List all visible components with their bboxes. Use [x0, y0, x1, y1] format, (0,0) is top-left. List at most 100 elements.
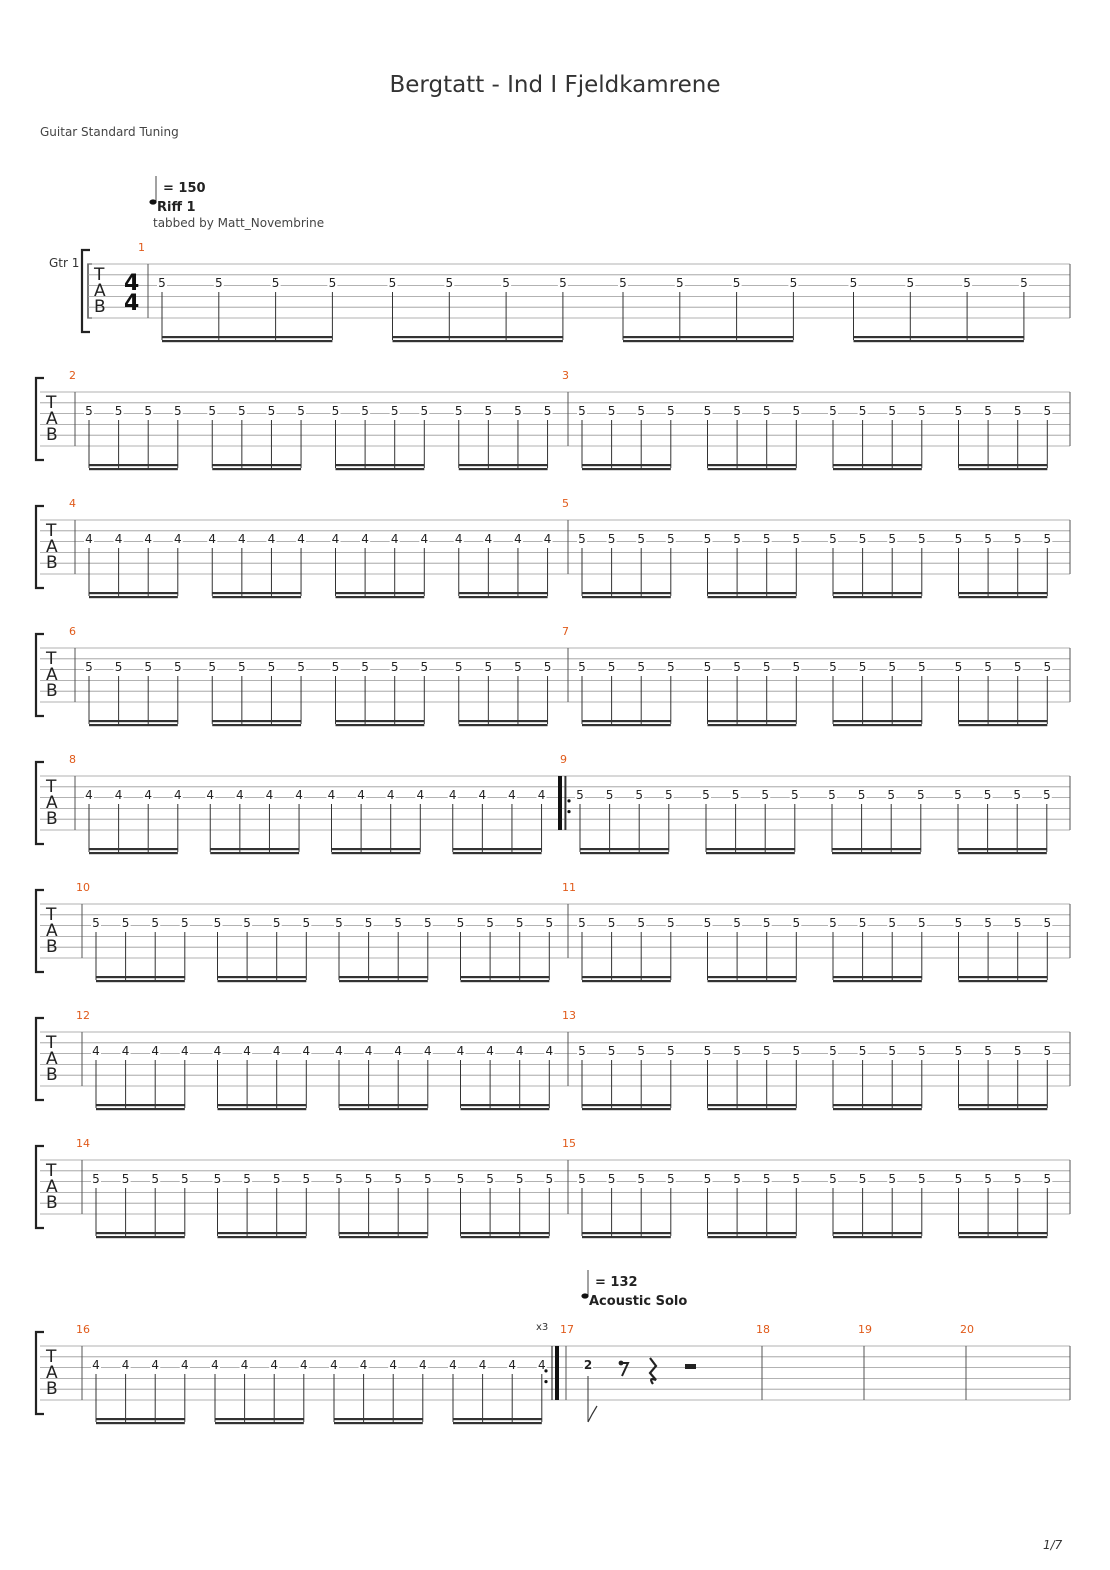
note-bg — [213, 277, 224, 289]
note-bg — [419, 533, 430, 545]
note-bg — [422, 1173, 433, 1185]
note-bg — [702, 917, 713, 929]
fret-number: 5 — [763, 660, 771, 674]
note-bg — [732, 917, 743, 929]
note-bg — [789, 789, 800, 801]
measure-number: 7 — [562, 625, 569, 638]
beam-2 — [335, 724, 425, 727]
tempo-note-head — [149, 199, 157, 205]
note-bg — [205, 789, 216, 801]
fret-number: 5 — [828, 788, 836, 802]
fret-number: 5 — [1014, 532, 1022, 546]
tab-clef-letter: T — [45, 1347, 57, 1367]
note-bg — [953, 1045, 964, 1057]
beam-1 — [707, 1232, 797, 1235]
note-bg — [761, 405, 772, 417]
beam-2 — [582, 596, 671, 599]
fret-number: 5 — [1013, 788, 1021, 802]
note-bg — [828, 533, 838, 545]
beam-1 — [89, 592, 178, 595]
note-bg — [604, 789, 615, 801]
note-bg — [887, 405, 898, 417]
beam-2 — [217, 980, 307, 983]
fret-number: 4 — [85, 532, 93, 546]
fret-number: 4 — [332, 532, 340, 546]
fret-number: 4 — [391, 532, 399, 546]
fret-number: 5 — [733, 404, 741, 418]
section-label: Riff 1 — [157, 200, 196, 215]
fret-number: 5 — [85, 660, 93, 674]
fret-number: 5 — [151, 1172, 159, 1186]
fret-number: 5 — [174, 660, 182, 674]
fret-number: 5 — [829, 532, 837, 546]
fret-number: 5 — [955, 1044, 963, 1058]
note-bg — [636, 1173, 647, 1185]
measure-number: 17 — [560, 1323, 574, 1336]
fret-number: 5 — [606, 788, 614, 802]
fret-number: 4 — [181, 1044, 189, 1058]
note-bg — [665, 405, 676, 417]
beam-2 — [582, 1108, 671, 1111]
note-bg — [916, 1173, 927, 1185]
fret-number: 5 — [918, 660, 926, 674]
note-bg — [360, 533, 371, 545]
note-bg — [606, 533, 617, 545]
measure-number: 5 — [562, 497, 569, 510]
fret-number: 4 — [455, 532, 463, 546]
fret-number: 4 — [151, 1044, 159, 1058]
fret-number: 4 — [485, 532, 493, 546]
measure-number: 18 — [756, 1323, 770, 1336]
note-bg — [1018, 277, 1029, 289]
beam-1 — [339, 976, 428, 979]
fret-number: 5 — [761, 788, 769, 802]
beam-2 — [452, 852, 542, 855]
note-bg — [1012, 789, 1023, 801]
note-bg — [732, 661, 743, 673]
beam-2 — [706, 852, 795, 855]
beam-1 — [582, 1104, 671, 1107]
measure-number: 12 — [76, 1009, 90, 1022]
track-bracket — [87, 263, 92, 319]
note-bg — [732, 1173, 743, 1185]
beam-2 — [458, 596, 548, 599]
note-bg — [665, 1045, 676, 1057]
beam-2 — [334, 1422, 423, 1425]
note-bg — [172, 661, 183, 673]
note-bg — [1012, 1045, 1023, 1057]
fret-number: 4 — [457, 1044, 465, 1058]
fret-number: 5 — [445, 276, 453, 290]
system-bracket — [34, 1144, 44, 1230]
fret-number: 5 — [888, 916, 896, 930]
fret-number: 5 — [918, 404, 926, 418]
beam-2 — [958, 1236, 1048, 1239]
note-bg — [887, 1045, 898, 1057]
beam-1 — [833, 464, 922, 467]
note-bg — [732, 533, 743, 545]
note-bg — [828, 405, 838, 417]
fret-number: 5 — [984, 532, 992, 546]
fret-number: 5 — [85, 404, 93, 418]
note-bg — [674, 277, 685, 289]
fret-number: 4 — [266, 788, 274, 802]
fret-number: 4 — [508, 788, 516, 802]
fret-number: 5 — [792, 660, 800, 674]
fret-number: 5 — [955, 660, 963, 674]
note-bg — [239, 1359, 250, 1371]
repeat-dot — [567, 799, 571, 803]
beam-1 — [460, 1232, 550, 1235]
tab-clef-letter: B — [46, 1193, 58, 1213]
eighth-rest-dot — [618, 1360, 624, 1366]
beam-2 — [958, 468, 1048, 471]
fret-number: 5 — [115, 404, 123, 418]
fret-number: 5 — [502, 276, 510, 290]
note-bg — [207, 405, 218, 417]
fret-number: 5 — [516, 1172, 524, 1186]
fret-number: 5 — [733, 916, 741, 930]
fret-number: 5 — [667, 404, 675, 418]
fret-number: 5 — [420, 404, 428, 418]
fret-number: 5 — [667, 660, 675, 674]
note-bg — [544, 1173, 555, 1185]
fret-number: 5 — [144, 660, 152, 674]
fret-number: 5 — [457, 1172, 465, 1186]
